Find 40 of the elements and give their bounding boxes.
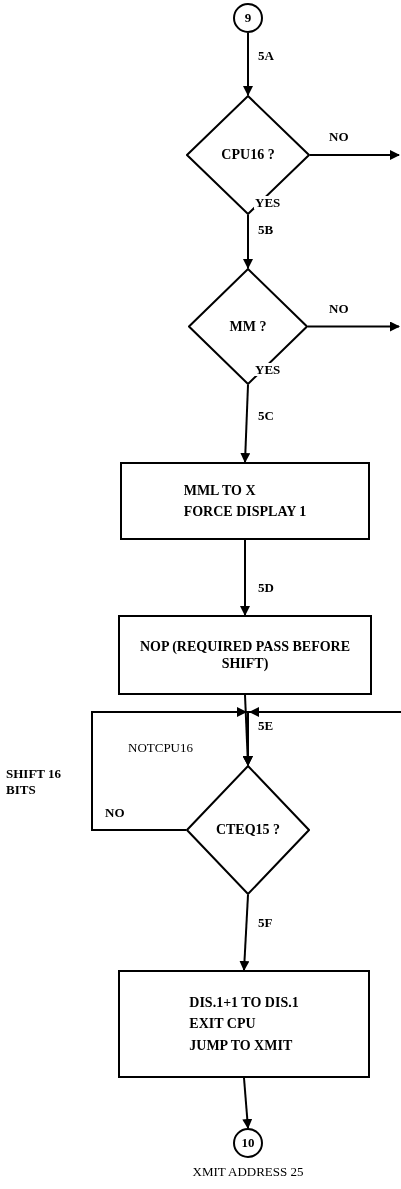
process-box: [120, 462, 370, 540]
arrow: [243, 32, 253, 96]
edge-label: YES: [254, 196, 282, 209]
node-text: NOP (REQUIRED PASS BEFORE SHIFT): [138, 637, 352, 673]
step-label: 5B: [258, 222, 274, 239]
arrow: [240, 384, 251, 463]
process-box: [118, 970, 370, 1078]
edge-label: NO: [328, 130, 350, 143]
node-text: JUMP TO XMIT: [189, 1036, 293, 1055]
caption-text: XMIT ADDRESS 25: [192, 1163, 304, 1181]
step-label: NOTCPU16: [128, 740, 193, 757]
edge-label: NO: [104, 806, 126, 819]
step-label: 5C: [258, 408, 274, 425]
node-text: 10: [241, 1134, 255, 1152]
arrow: [242, 1077, 253, 1129]
arrow: [309, 150, 400, 160]
decision-diamond: [188, 268, 308, 385]
edge-label: NO: [328, 302, 350, 315]
decision-diamond: [186, 765, 310, 895]
node-text: MML TO X: [183, 481, 256, 499]
node-text: EXIT CPU: [189, 1015, 256, 1033]
arrow: [243, 214, 253, 269]
node-text: FORCE DISPLAY 1: [183, 503, 307, 521]
node-text: CPU16 ?: [221, 146, 275, 164]
process-box: [118, 615, 372, 695]
node-text: MM ?: [229, 317, 267, 336]
node-text: 9: [244, 9, 252, 27]
step-label: 5F: [258, 915, 273, 932]
arrow: [307, 321, 400, 332]
step-label: 5D: [258, 580, 274, 597]
arrow: [239, 894, 250, 971]
arrow: [91, 707, 253, 831]
arrow: [240, 539, 250, 616]
node-text: DIS.1+1 TO DIS.1: [189, 993, 299, 1012]
edge-label: YES: [254, 363, 282, 376]
step-label: 5E: [258, 718, 274, 735]
node-text: CTEQ15 ?: [215, 821, 281, 839]
note-text: SHIFT 16 BITS: [6, 766, 63, 799]
decision-diamond: [186, 95, 310, 215]
step-label: 5A: [258, 48, 274, 65]
